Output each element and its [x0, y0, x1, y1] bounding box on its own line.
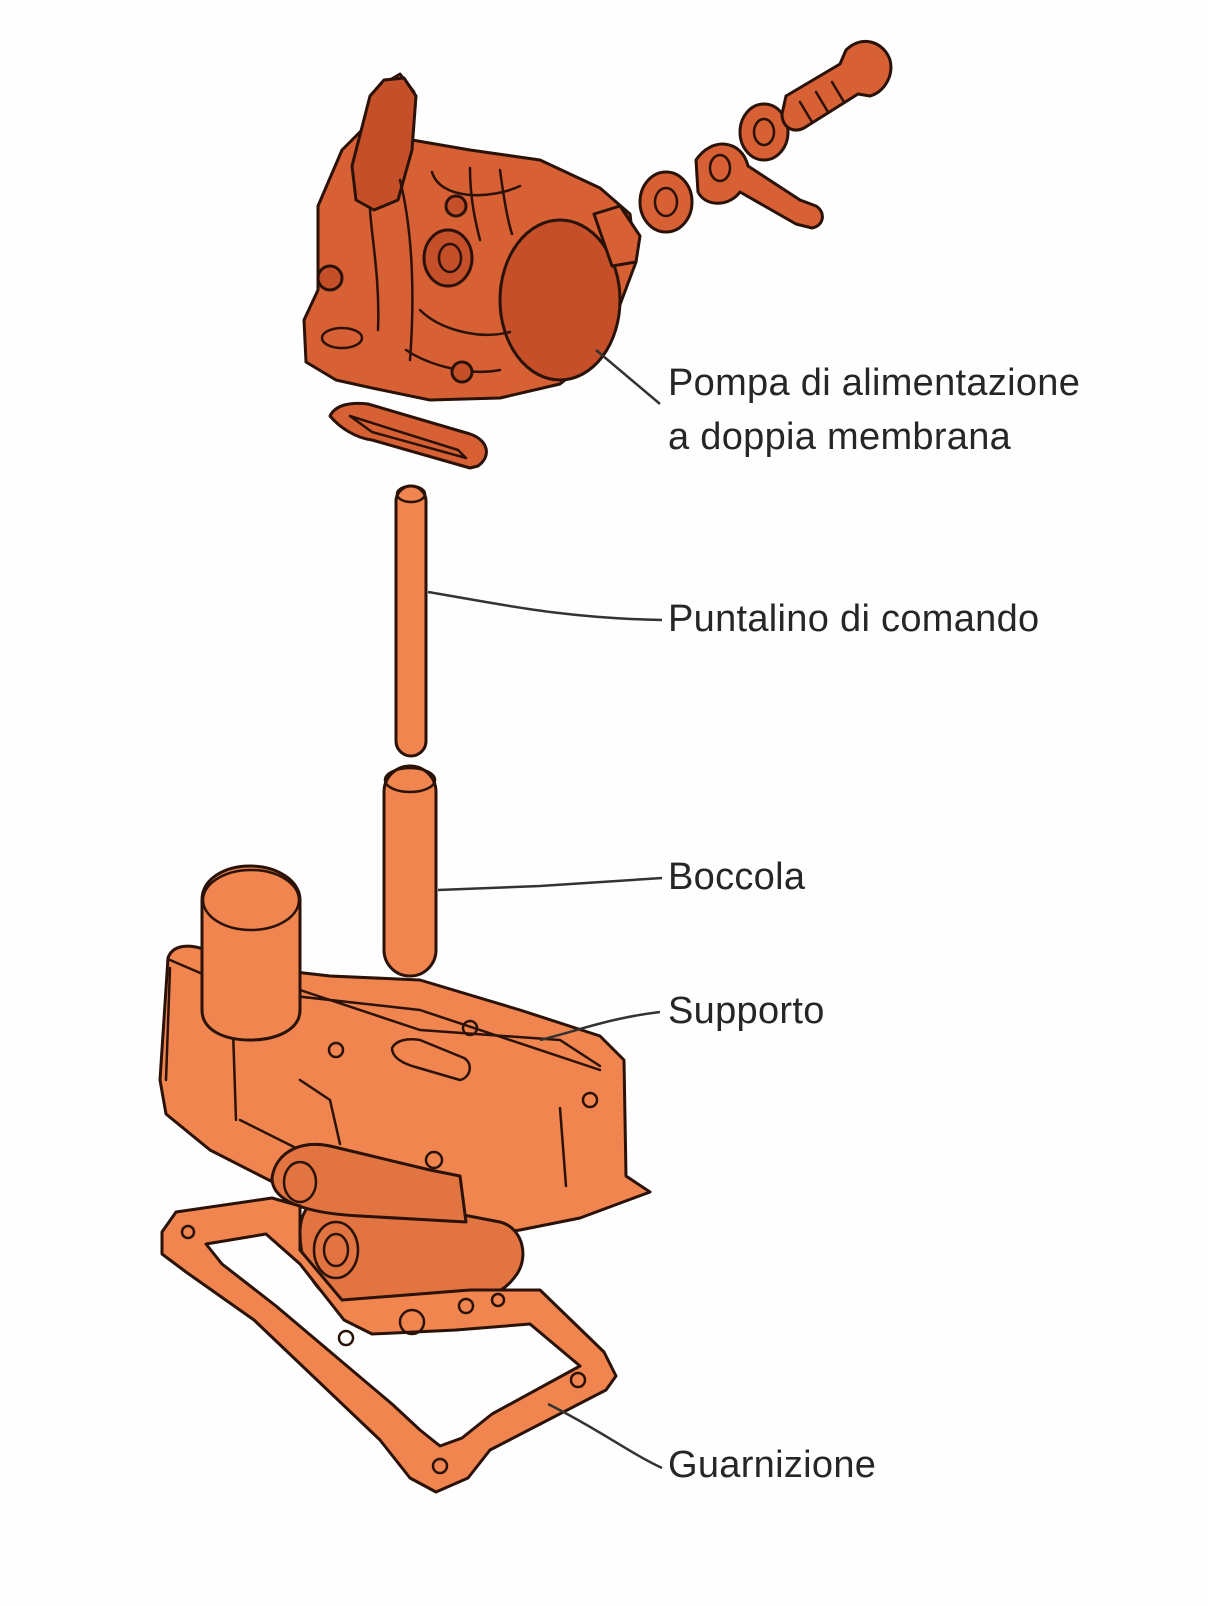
support-gasket — [160, 1196, 618, 1494]
pump-inlet-port — [422, 228, 474, 288]
support — [158, 864, 652, 1304]
outlet-fittings — [638, 39, 893, 234]
fuel-pump — [302, 72, 642, 402]
support-rear-boss — [270, 1142, 468, 1224]
pump-lever — [350, 76, 418, 212]
leader-support — [539, 1010, 661, 1042]
leader-pushrod — [427, 590, 663, 622]
label-pushrod: Puntalino di comando — [668, 598, 1040, 640]
sealing-washer-2 — [738, 102, 790, 162]
pump-outlet-boss — [592, 204, 642, 268]
pump-cap — [498, 218, 622, 382]
leader-bushing — [437, 876, 663, 892]
sealing-washer-1 — [638, 170, 694, 234]
pushrod — [394, 484, 428, 758]
leader-pump — [595, 349, 661, 405]
label-gasket: Guarnizione — [668, 1444, 877, 1486]
pump-screw — [316, 264, 344, 292]
label-support: Supporto — [668, 990, 825, 1032]
bushing — [382, 764, 438, 978]
support-cylinder — [200, 864, 302, 1042]
label-bushing: Boccola — [668, 856, 806, 898]
leader-gasket — [547, 1402, 663, 1470]
banjo-bolt — [780, 39, 893, 132]
label-pump-line2: a doppia membrana — [668, 416, 1012, 458]
banjo-fitting — [694, 142, 824, 230]
label-pump-line1: Pompa di alimentazione — [668, 362, 1081, 404]
